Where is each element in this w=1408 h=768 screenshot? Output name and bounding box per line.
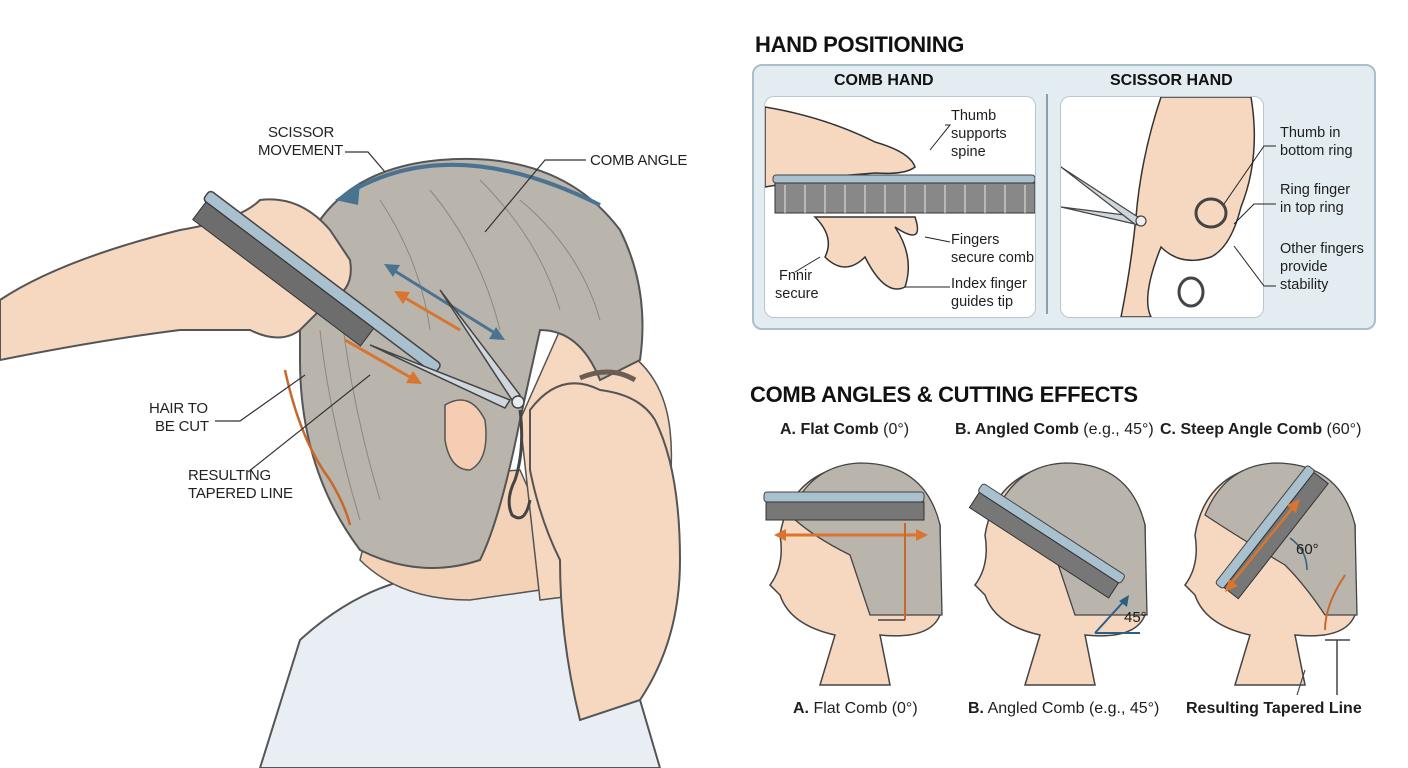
label-hair-to-be-cut: HAIR TO BE CUT — [149, 400, 209, 436]
header-a-flat-comb: A. Flat Comb (0°) — [780, 421, 909, 439]
header-a-bold: A. Flat Comb — [780, 421, 879, 438]
haircut-scene-illustration — [0, 151, 682, 768]
note-line: in top ring — [1280, 200, 1344, 216]
head-c-steep — [1184, 462, 1358, 696]
note-index-finger-guides-tip: Index finger guides tip — [951, 275, 1027, 311]
scissor-hand-title: SCISSOR HAND — [1110, 72, 1233, 89]
angle-label-45: 45° — [1124, 609, 1147, 626]
hand-positioning-panel: COMB HAND SCISSOR HAND Thumb supports sp… — [752, 64, 1376, 330]
scissor-hand-leaders — [1223, 145, 1276, 287]
note-line: stability — [1280, 277, 1329, 293]
panel-divider — [1046, 94, 1048, 314]
note-line: secure — [775, 286, 819, 302]
note-other-fingers-provide-stability: Other fingers provide stability — [1280, 240, 1364, 294]
note-line: Ring finger — [1280, 182, 1351, 198]
label-hair-to-be-cut-line1: HAIR TO — [149, 400, 208, 417]
caption-a-flat-comb: A. Flat Comb (0°) — [793, 700, 918, 718]
note-line: provide — [1280, 259, 1328, 275]
comb-hand-card: Thumb supports spine Fingers secure comb… — [764, 96, 1036, 318]
head-a-flat — [763, 462, 943, 686]
note-ring-finger-in-top-ring: Ring finger in top ring — [1280, 181, 1350, 217]
caption-b-bold: B. — [968, 700, 984, 717]
note-line: Thumb — [951, 108, 997, 124]
header-b-angled-comb: B. Angled Comb (e.g., 45°) — [955, 421, 1154, 439]
label-scissor-movement-line1: SCISSOR — [268, 124, 335, 141]
caption-b-angled-comb: B. Angled Comb (e.g., 45°) — [968, 700, 1159, 718]
scissor-hand-card — [1060, 96, 1264, 318]
note-line: supports — [951, 126, 1007, 142]
main-illustration: SCISSOR MOVEMENT COMB ANGLE HAIR TO BE C… — [0, 124, 688, 768]
hand-positioning-title: HAND POSITIONING — [755, 32, 965, 57]
header-b-normal: (e.g., 45°) — [1078, 421, 1154, 438]
label-resulting-line2: TAPERED LINE — [188, 485, 293, 502]
note-line: Fingers — [951, 232, 1000, 248]
note-line: Thumb in — [1280, 125, 1341, 141]
note-line: spine — [951, 144, 986, 160]
label-scissor-movement: SCISSOR MOVEMENT — [258, 124, 343, 160]
label-resulting-tapered-line: RESULTING TAPERED LINE — [188, 467, 293, 503]
header-c-normal: (60°) — [1322, 421, 1362, 438]
header-b-bold: B. Angled Comb — [955, 421, 1079, 438]
note-fingers-secure-comb: Fingers secure comb — [951, 231, 1034, 267]
note-thumb-supports-spine: Thumb supports spine — [951, 107, 1007, 161]
caption-a-normal: Flat Comb (0°) — [809, 700, 918, 717]
label-comb-angle: COMB ANGLE — [590, 152, 688, 169]
caption-c-bold: Resulting Tapered Line — [1186, 700, 1362, 717]
comb-angles-title: COMB ANGLES & CUTTING EFFECTS — [750, 382, 1138, 407]
label-hair-to-be-cut-line2: BE CUT — [155, 418, 209, 435]
header-c-bold: C. Steep Angle Comb — [1160, 421, 1323, 438]
label-resulting-line1: RESULTING — [188, 467, 271, 484]
angle-label-60: 60° — [1296, 541, 1319, 558]
note-line: Other fingers — [1280, 241, 1364, 257]
note-line: secure comb — [951, 250, 1035, 266]
note-fnnir-secure: Fnnir secure — [775, 267, 819, 303]
note-thumb-in-bottom-ring: Thumb in bottom ring — [1280, 124, 1353, 160]
label-scissor-movement-line2: MOVEMENT — [258, 142, 344, 159]
header-a-normal: (0°) — [878, 421, 910, 438]
head-b-angled — [968, 462, 1148, 686]
caption-resulting-tapered-line: Resulting Tapered Line — [1186, 700, 1362, 718]
note-line: guides tip — [951, 294, 1014, 310]
comb-hand-illustration — [765, 106, 1035, 290]
scissor-hand-illustration — [1061, 97, 1256, 317]
note-line: Fnnir — [779, 268, 813, 284]
caption-b-normal: Angled Comb (e.g., 45°) — [984, 700, 1160, 717]
header-c-steep-comb: C. Steep Angle Comb (60°) — [1160, 421, 1361, 439]
comb-hand-title: COMB HAND — [834, 72, 934, 89]
comb-angle-heads — [763, 462, 1358, 696]
caption-a-bold: A. — [793, 700, 809, 717]
note-line: Index finger — [951, 276, 1027, 292]
note-line: bottom ring — [1280, 143, 1353, 159]
